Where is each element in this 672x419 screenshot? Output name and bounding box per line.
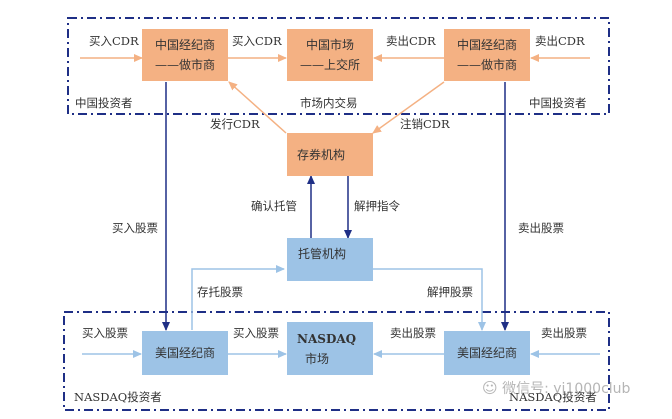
node-line2: ——上交所 <box>299 58 360 72</box>
node-line2: ——做市商 <box>456 58 517 72</box>
edge-release-stock <box>373 268 486 331</box>
label-issue-cdr: 发行CDR <box>210 117 260 131</box>
node-line2: 市场 <box>305 351 330 366</box>
wechat-icon: ☺ <box>482 379 498 397</box>
edge-issue-cdr <box>228 81 287 134</box>
node-nasdaq-market: NASDAQ 市场 <box>287 322 373 375</box>
label-release-instruction: 解押指令 <box>354 199 400 213</box>
watermark: ☺ 微信号: yi1000club <box>482 378 630 398</box>
node-line1: NASDAQ <box>297 331 357 346</box>
label-sell-cdr-market: 卖出CDR <box>386 34 436 48</box>
label-buy-stock-down: 买入股票 <box>112 221 158 235</box>
china-investor-frame <box>67 17 610 115</box>
label-cancel-cdr: 注销CDR <box>400 117 450 131</box>
node-custodian: 托管机构 <box>287 238 373 281</box>
nasdaq-investor-frame <box>63 311 610 411</box>
node-line1: 托管机构 <box>298 247 347 261</box>
edge-cancel-cdr <box>372 81 445 134</box>
label-market-trading: 市场内交易 <box>300 96 358 110</box>
node-cn-broker-right: 中国经纪商 ——做市商 <box>444 29 530 81</box>
node-cn-market: 中国市场 ——上交所 <box>287 29 373 81</box>
label-buy-stock-in: 买入股票 <box>82 326 128 340</box>
label-sell-cdr-in: 卖出CDR <box>535 34 585 48</box>
node-depositary: 存券机构 <box>287 133 373 176</box>
node-us-broker-right: 美国经纪商 <box>444 331 530 375</box>
node-line2: ——做市商 <box>154 58 215 72</box>
label-nasdaq-investor-right: NASDAQ投资者 <box>509 390 597 404</box>
node-line1: 中国经纪商 <box>456 38 517 52</box>
edge-deposit-stock <box>191 265 285 330</box>
label-china-investor-right: 中国投资者 <box>529 96 587 110</box>
label-sell-stock-down: 卖出股票 <box>518 221 564 235</box>
node-line1: 美国经纪商 <box>456 346 517 360</box>
node-line1: 存券机构 <box>297 147 346 162</box>
node-us-broker-left: 美国经纪商 <box>142 331 228 375</box>
label-sell-stock-in: 卖出股票 <box>541 326 587 340</box>
label-buy-cdr-market: 买入CDR <box>232 34 282 48</box>
label-deposit-stock: 存托股票 <box>197 285 243 299</box>
label-buy-stock-market: 买入股票 <box>233 326 279 340</box>
label-sell-stock-market: 卖出股票 <box>390 326 436 340</box>
watermark-text: 微信号: yi1000club <box>502 381 631 397</box>
node-line1: 中国市场 <box>305 38 354 52</box>
label-nasdaq-investor-left: NASDAQ投资者 <box>74 390 162 404</box>
node-line1: 中国经纪商 <box>154 38 215 52</box>
label-china-investor-left: 中国投资者 <box>75 96 133 110</box>
label-confirm-custody: 确认托管 <box>251 199 297 213</box>
node-line1: 美国经纪商 <box>154 346 215 360</box>
label-release-stock: 解押股票 <box>427 285 473 299</box>
node-cn-broker-left: 中国经纪商 ——做市商 <box>142 29 228 81</box>
label-buy-cdr-in: 买入CDR <box>89 34 139 48</box>
